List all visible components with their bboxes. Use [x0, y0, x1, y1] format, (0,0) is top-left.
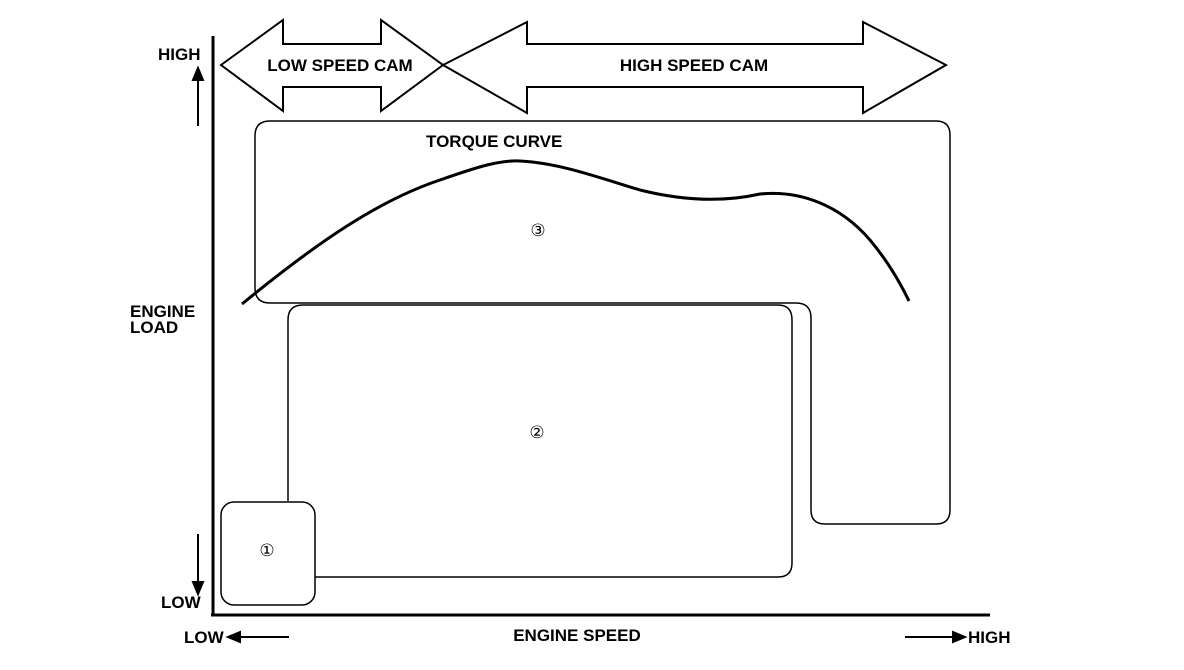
x-axis-indicators — [225, 630, 968, 644]
left-arrow-icon — [225, 630, 241, 644]
y-axis-high-label: HIGH — [158, 45, 201, 64]
right-arrow-icon — [952, 630, 968, 644]
axes — [211, 36, 990, 617]
low-speed-cam-label: LOW SPEED CAM — [267, 56, 412, 75]
up-arrow-icon — [191, 65, 205, 81]
y-axis-indicators — [191, 65, 205, 597]
y-axis-title-line1: ENGINE — [130, 302, 195, 321]
region-1-number: ① — [259, 541, 274, 560]
region-2-number: ② — [529, 423, 544, 442]
region-1-outline — [220, 501, 316, 606]
y-axis-low-label: LOW — [161, 593, 202, 612]
region-3-outline — [254, 120, 951, 525]
region-3-number: ③ — [530, 221, 545, 240]
cam-arrows — [219, 18, 949, 115]
torque-curve-label: TORQUE CURVE — [426, 132, 562, 151]
region-2-outline — [287, 304, 793, 578]
x-axis-low-label: LOW — [184, 628, 225, 647]
high-speed-cam-arrow — [440, 20, 949, 115]
high-speed-cam-label: HIGH SPEED CAM — [620, 56, 768, 75]
torque-curve — [241, 159, 911, 306]
x-axis-title: ENGINE SPEED — [513, 626, 641, 645]
down-arrow-icon — [191, 581, 205, 597]
x-axis-high-label: HIGH — [968, 628, 1011, 647]
y-axis-title-line2: LOAD — [130, 318, 178, 337]
